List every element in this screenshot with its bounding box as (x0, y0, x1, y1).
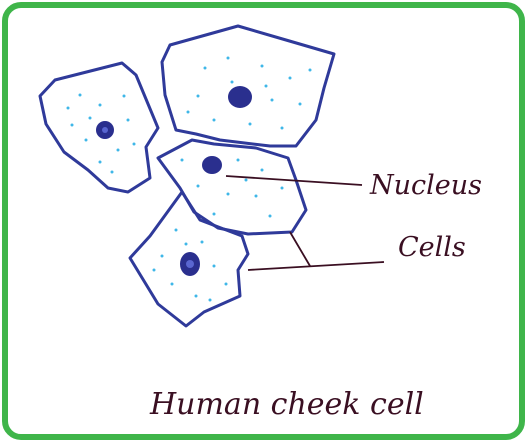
cells-label: Cells (398, 232, 466, 263)
cell-1-membrane (38, 61, 160, 194)
cell-1-granules (66, 93, 136, 174)
nucleus-label: Nucleus (369, 170, 482, 201)
cell-4-membrane (128, 190, 250, 328)
diagram-title: Human cheek cell (149, 387, 424, 422)
cell-3-granules (180, 158, 284, 218)
cell-1 (38, 61, 160, 194)
cells-pointer-line (247, 231, 385, 271)
cell-2-granules (186, 56, 312, 130)
cell-2 (160, 24, 336, 148)
cell-3-nucleus (202, 156, 222, 174)
cell-4 (128, 190, 250, 328)
cell-2-membrane (160, 24, 336, 148)
nucleus-pointer-line (225, 175, 363, 186)
cell-2-nucleus (228, 86, 252, 108)
cell-4-granules (152, 228, 228, 302)
